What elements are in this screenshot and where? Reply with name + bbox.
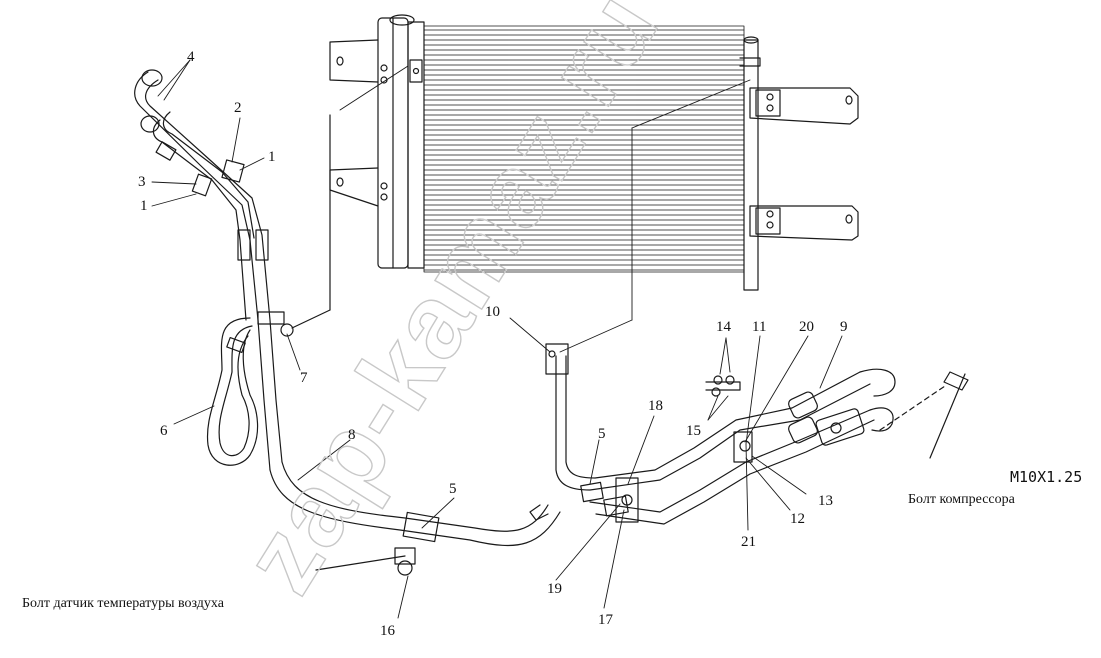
label-20: 20 [799, 319, 814, 335]
label-16: 16 [380, 623, 395, 639]
air-temp-sensor-bolt-caption: Болт датчик температуры воздуха [22, 596, 224, 611]
label-17: 17 [598, 612, 613, 628]
label-14: 14 [716, 319, 731, 335]
condenser-right-bracket-top [750, 88, 858, 124]
compressor-bolt-caption: Болт компрессора [908, 492, 1015, 507]
label-19: 19 [547, 581, 562, 597]
condenser-right-tank [744, 40, 758, 290]
label-2: 2 [234, 100, 242, 116]
label-5-right: 5 [598, 426, 606, 442]
label-9: 9 [840, 319, 848, 335]
label-7: 7 [300, 370, 308, 386]
label-4: 4 [187, 49, 195, 65]
label-12: 12 [790, 511, 805, 527]
label-3: 3 [138, 174, 146, 190]
thread-spec-label: M10X1.25 [1010, 468, 1083, 486]
watermark: zap-kamaz.ru [220, 0, 682, 613]
compressor-pipes [546, 344, 895, 524]
hose-6 [207, 318, 257, 465]
label-1-upper: 1 [268, 149, 276, 165]
label-15: 15 [686, 423, 701, 439]
label-21: 21 [741, 534, 756, 550]
label-18: 18 [648, 398, 663, 414]
label-11: 11 [752, 319, 767, 335]
label-13: 13 [818, 493, 833, 509]
left-pipe-assembly [135, 70, 330, 470]
condenser-left-bracket-top [330, 40, 378, 82]
leader-lines [152, 60, 842, 618]
label-1-lower: 1 [140, 198, 148, 214]
watermark-text: zap-kamaz.ru [221, 0, 681, 612]
label-5-left: 5 [449, 481, 457, 497]
label-6: 6 [160, 423, 168, 439]
label-10: 10 [485, 304, 500, 320]
label-8: 8 [348, 427, 356, 443]
compressor-bolt [880, 372, 968, 458]
condenser-right-bracket-bottom [750, 206, 858, 240]
hose-8 [270, 462, 560, 575]
condenser [330, 15, 858, 290]
condenser-left-bracket-bottom [330, 168, 378, 206]
